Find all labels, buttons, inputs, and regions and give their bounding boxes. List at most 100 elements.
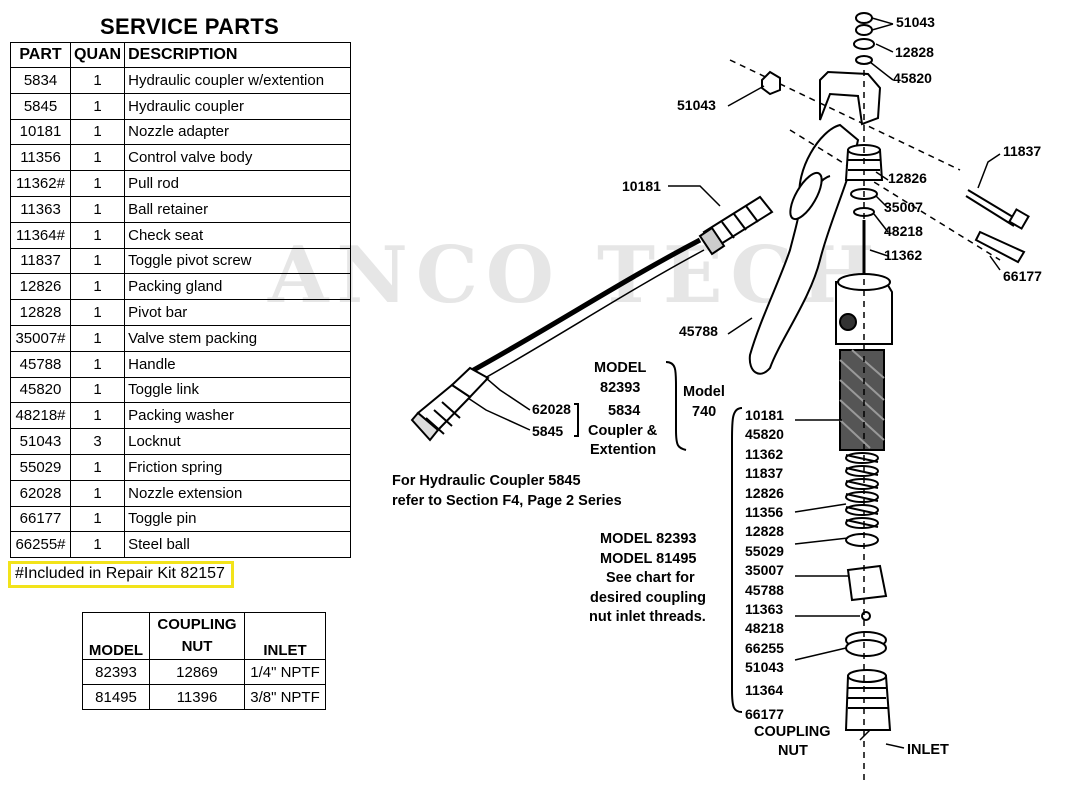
part-quantity: 1 [69,67,126,94]
model-note-line4: Coupler & [588,423,658,439]
callout-35007: 35007 [884,199,923,215]
kit-list-item: 12826 [745,484,784,501]
part-number: 12828 [10,299,71,326]
coupling-nut-number: 12869 [149,659,245,685]
header-model: MODEL [82,612,150,660]
part-quantity: 1 [69,299,126,326]
kit-list-item: 11362 [745,445,784,462]
part-description: Nozzle extension [124,479,352,507]
chart-note-line5: nut inlet threads. [589,609,706,625]
kit-list-item: 48218 [745,620,784,637]
kit-list-item: 66177 [745,706,784,723]
callout-45788: 45788 [679,323,718,339]
part-description: Handle [124,350,352,378]
hydraulic-coupler-shape [410,366,490,442]
part-description: Nozzle adapter [124,118,352,146]
kit-list-item: 11837 [745,465,784,482]
chart-note-line1: MODEL 82393 [600,531,697,547]
header-description: DESCRIPTION [124,42,352,68]
part-description: Check seat [124,221,352,249]
chart-note-line4: desired coupling [590,590,707,606]
chart-note-line2: MODEL 81495 [600,551,697,567]
header-inlet: INLET [244,612,326,660]
part-description: Ball retainer [124,195,352,223]
part-number: 5845 [10,92,71,120]
callout-5845: 5845 [532,423,564,439]
kit-list-item: 12828 [745,523,784,540]
handle-shape [748,123,860,375]
kit-list-item: 45788 [745,581,784,598]
model-note-line3: 5834 [608,403,641,419]
part-description: Toggle link [124,376,352,404]
part-quantity: 1 [69,195,126,223]
callout-11362: 11362 [884,247,923,263]
part-number: 11364# [10,221,71,249]
coupling-nut-label-line2: NUT [778,743,808,759]
callout-12826: 12826 [888,170,927,186]
coupling-inlet: 1/4" NPTF [244,659,326,685]
coupling-header-row: MODEL COUPLING NUT INLET [82,612,326,660]
part-description: Hydraulic coupler w/extention [124,67,352,94]
coupling-model: 82393 [82,659,150,685]
nozzle-adapter-shape [698,195,774,256]
hydraulic-note-line1: For Hydraulic Coupler 5845 [392,473,581,489]
callout-62028: 62028 [532,401,571,417]
repair-kit-note: #Included in Repair Kit 82157 [8,561,234,588]
kit-list-item: 45820 [745,426,784,443]
coupling-nut-number: 11396 [149,684,245,710]
kit-list-item: 11356 [745,503,784,520]
part-quantity: 1 [69,221,126,249]
service-parts-title: SERVICE PARTS [100,14,280,39]
callout-10181: 10181 [622,178,661,194]
model-note-line1: MODEL [594,360,647,376]
part-number: 11362# [10,170,71,197]
part-quantity: 1 [69,144,126,172]
chart-note-line3: See chart for [606,570,695,586]
kit-list-item: 11364 [745,682,784,699]
hydraulic-note-line2: refer to Section F4, Page 2 Series [392,493,622,509]
part-number: 55029 [10,453,71,481]
header-part: PART [10,42,71,68]
nozzle-extension-tube [468,237,702,375]
part-number: 66177 [10,505,71,533]
toggle-link-shape [819,70,882,126]
kit-list-item: 51043 [745,659,784,676]
header-quan: QUAN [69,42,126,68]
friction-spring-shape [845,452,879,547]
part-number: 10181 [10,118,71,146]
part-number: 48218# [10,402,71,430]
callout-51043-left: 51043 [677,97,716,113]
kit-list-item: 66255 [745,639,784,656]
part-quantity: 3 [69,428,126,455]
part-description: Toggle pivot screw [124,247,352,275]
kit-list-item: 55029 [745,542,784,559]
part-description: Control valve body [124,144,352,172]
service-parts-header-row: PART QUAN DESCRIPTION [10,42,352,68]
part-description: Locknut [124,428,352,455]
callout-12828-top: 12828 [895,44,934,60]
part-description: Steel ball [124,531,352,559]
part-quantity: 1 [69,505,126,533]
part-number: 11837 [10,247,71,275]
part-number: 45788 [10,350,71,378]
coupling-nut-shape [844,675,892,731]
part-quantity: 1 [69,273,126,301]
